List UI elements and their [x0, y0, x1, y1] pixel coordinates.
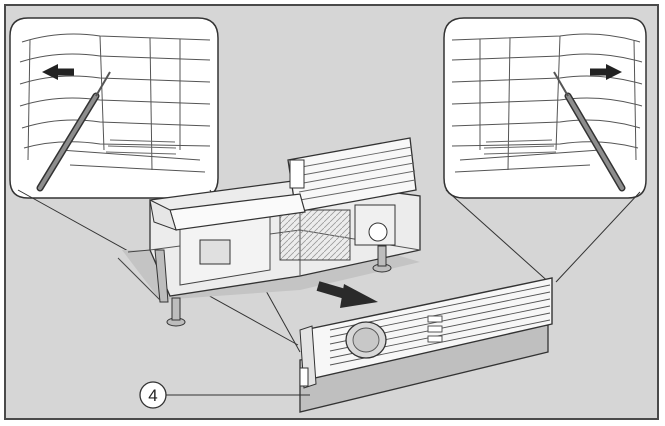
left-detail-inset — [9, 17, 219, 199]
right-detail-inset — [443, 17, 647, 199]
callout-number: 4 — [148, 386, 157, 405]
arrow-left-icon — [42, 64, 74, 80]
appliance-base — [117, 137, 421, 327]
arrow-right-icon — [590, 64, 622, 80]
arrow-pull-icon — [316, 281, 378, 308]
left-screwdriver — [36, 71, 111, 192]
front-grille-panel — [299, 277, 553, 413]
right-screwdriver — [553, 71, 626, 192]
callout-4: 4 — [139, 381, 310, 409]
